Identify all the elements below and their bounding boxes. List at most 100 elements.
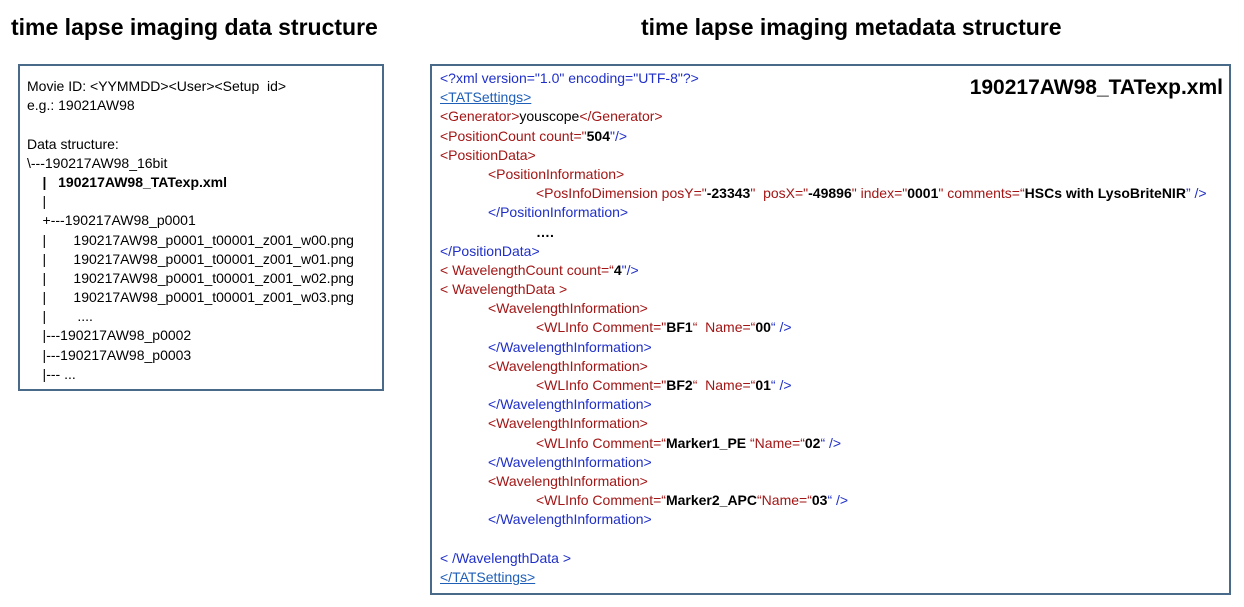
metadata-structure-panel: 190217AW98_TATexp.xml <?xml version="1.0… [430,64,1231,595]
position-count-value: 504 [586,127,610,144]
xml-tag: <WLInfo Comment= [536,319,662,336]
xml-line: < WavelengthData > [440,280,1207,299]
tree-line: e.g.: 19021AW98 [27,97,135,114]
tree-line: | 190217AW98_p0001_t00001_z001_w02.png [27,269,354,286]
tree-line: | 190217AW98_p0001_t00001_z001_w00.png [27,231,354,248]
xml-line: <PositionCount count="504"/> [440,127,1207,146]
xml-tag: “ /> [770,377,792,393]
xml-attr: “ [661,434,666,451]
data-structure-heading: time lapse imaging data structure [11,14,378,40]
wl-name-value: 02 [804,434,821,451]
wl-comment-value: Marker1_PE [665,434,747,451]
xml-line: <WavelengthInformation> [440,299,1207,318]
metadata-structure-heading: time lapse imaging metadata structure [641,14,1062,40]
ellipsis: …. [536,223,554,240]
xml-line: </WavelengthInformation> [440,453,1207,472]
xml-tag: “ /> [770,319,792,336]
xml-line: </WavelengthInformation> [440,510,1207,529]
xml-tag: </WavelengthInformation> [488,453,652,470]
wl-comment-value: BF1 [666,319,693,336]
xml-line: </PositionData> [440,242,1207,261]
wl-name-value: 03 [811,492,828,509]
tree-line: |---190217AW98_p0003 [27,346,192,363]
xml-blank-line [440,530,1207,549]
xml-tag: "/> [609,127,628,144]
tree-line: +---190217AW98_p0001 [27,212,196,229]
xml-line: <?xml version="1.0" encoding="UTF-8"?> [440,69,1207,88]
xml-line: …. [440,223,1207,242]
xml-tag: < WavelengthData > [440,281,568,298]
tree-line: | 190217AW98_p0001_t00001_z001_w03.png [27,289,354,306]
xml-line: </PositionInformation> [440,203,1207,222]
xml-declaration: <?xml version="1.0" encoding="UTF-8"?> [440,70,699,86]
wl-comment-value: BF2 [666,377,693,393]
xml-tag: <WLInfo Comment= [536,377,662,393]
xml-tag: ” /> [1185,185,1207,202]
xml-tag: </WavelengthInformation> [488,396,652,413]
xml-line: </WavelengthInformation> [440,395,1207,414]
xml-tag: </Generator> [579,108,663,125]
xml-attr: “ Name=“ [692,377,756,393]
xml-tag: < WavelengthCount count=“ [440,261,614,278]
xml-tag: <WLInfo Comment= [536,492,662,509]
pos-y-value: -23343 [706,185,751,202]
pos-x-value: -49896 [808,185,852,202]
tree-line [27,115,354,134]
tree-line: | 190217AW98_p0001_t00001_z001_w01.png [27,250,354,267]
xml-line: <WavelengthInformation> [440,357,1207,376]
xml-attr: “ Name=“ [692,319,756,336]
xml-line: <PositionData> [440,146,1207,165]
tree-line: |---190217AW98_p0002 [27,327,192,344]
xml-file-name: 190217AW98_TATexp.xml [969,76,1223,99]
tat-settings-open-link[interactable]: <TATSettings> [440,89,532,106]
index-value: 0001 [907,185,939,202]
xml-attr: " [661,319,667,336]
tree-line: |--- ... [27,365,76,382]
wl-comment-value: Marker2_APC [665,492,758,509]
tat-settings-close-link[interactable]: </TATSettings> [440,568,536,585]
wl-name-value: 01 [755,377,771,393]
xml-line: <WavelengthInformation> [440,414,1207,433]
xml-tag: <WLInfo Comment= [536,434,662,451]
xml-attr: “Name=“ [757,492,812,509]
comments-value: HSCs with LysoBriteNIR [1024,185,1186,202]
data-structure-tree: Movie ID: <YYMMDD><User><Setup id> e.g.:… [27,77,354,384]
xml-tag: <WavelengthInformation> [488,472,648,489]
xml-tag: “ /> [827,492,849,509]
xml-line: < /WavelengthData > [440,549,1207,568]
xml-tag: </WavelengthInformation> [488,338,652,355]
xml-attr: " [661,377,667,393]
xml-line: <Generator>youscope</Generator> [440,107,1207,126]
xml-tag: </PositionData> [440,242,540,259]
xml-tag: "/> [621,261,639,278]
xml-line: <PosInfoDimension posY="-23343" posX="-4… [440,184,1207,203]
xml-line: </TATSettings> [440,568,1207,587]
xml-tag: < /WavelengthData > [440,549,572,566]
xml-line: <PositionInformation> [440,165,1207,184]
xml-attr: " index=" [851,185,908,202]
xml-attr: " comments=“ [938,185,1025,202]
tree-line: Data structure: [27,135,119,152]
wl-entry-line: <WLInfo Comment=“Marker2_APC“Name=“03“ /… [440,491,1207,510]
tree-line-xml-file: | 190217AW98_TATexp.xml [27,173,228,190]
xml-tag: </WavelengthInformation> [488,511,652,528]
xml-tag: </PositionInformation> [488,204,629,221]
tree-line: Movie ID: <YYMMDD><User><Setup id> [27,78,287,94]
xml-listing: <?xml version="1.0" encoding="UTF-8"?> <… [440,69,1207,587]
tree-line: | .... [27,308,93,325]
wl-entry-line: <WLInfo Comment="BF1“ Name=“00“ /> [440,318,1207,337]
generator-value: youscope [519,108,580,125]
xml-attr: “Name=“ [746,434,805,451]
xml-line: </WavelengthInformation> [440,338,1207,357]
xml-line: < WavelengthCount count=“4"/> [440,261,1207,280]
wl-entry-line: <WLInfo Comment=“Marker1_PE “Name=“02“ /… [440,434,1207,453]
xml-tag: <PositionInformation> [488,165,625,182]
xml-line: <WavelengthInformation> [440,472,1207,491]
wl-name-value: 00 [755,319,771,336]
xml-tag: <PositionCount count=" [440,127,587,144]
xml-tag: <PositionData> [440,146,536,163]
xml-tag: “ /> [820,434,842,451]
xml-tag: <WavelengthInformation> [488,300,648,317]
wl-entry-line: <WLInfo Comment="BF2“ Name=“01“ /> [440,376,1207,395]
xml-tag: <WavelengthInformation> [488,357,648,374]
